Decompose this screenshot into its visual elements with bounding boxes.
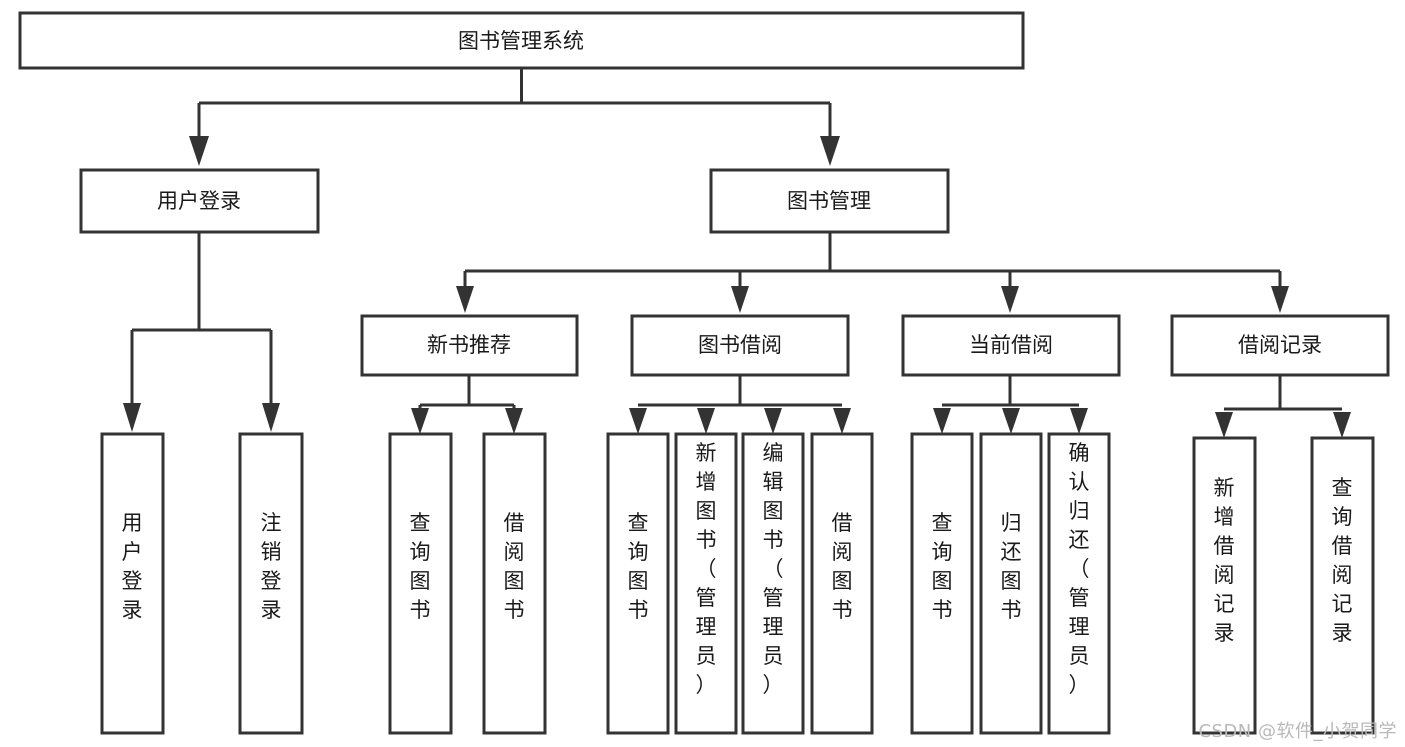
arrowhead-leaf-logout-login — [262, 403, 280, 432]
node-leaf-return-book-label: 归还图书 — [1001, 511, 1022, 622]
arrowhead-leaf-user-login — [123, 403, 141, 432]
node-root[interactable]: 图书管理系统 — [18, 11, 1025, 70]
arrowhead-new-book-recommend — [456, 286, 474, 313]
node-leaf-user-login-label: 用户登录 — [122, 511, 143, 622]
node-leaf-logout-login[interactable]: 注销登录 — [238, 432, 304, 735]
node-borrow-record-label: 借阅记录 — [1238, 333, 1322, 357]
connector-group-user-login — [123, 232, 280, 432]
arrowhead-leaf-return-book — [1002, 408, 1020, 434]
node-leaf-edit-book-label: 编辑图书（管理员） — [763, 441, 784, 697]
node-leaf-query-book-2-box[interactable] — [606, 432, 670, 735]
node-leaf-add-record-box[interactable] — [1192, 436, 1257, 735]
node-leaf-logout-login-label: 注销登录 — [261, 511, 282, 622]
connector-group-new-book-recommend — [411, 375, 523, 434]
node-leaf-edit-book-box[interactable] — [741, 432, 805, 735]
node-leaf-query-book-3[interactable]: 查询图书 — [910, 432, 974, 735]
node-book-borrow-box[interactable] — [630, 314, 850, 377]
arrowhead-leaf-query-book-1 — [411, 408, 429, 434]
node-leaf-query-book-2-label: 查询图书 — [628, 511, 649, 622]
node-book-manage-label: 图书管理 — [787, 189, 871, 213]
node-user-login-label: 用户登录 — [157, 189, 241, 213]
arrowhead-leaf-query-record — [1333, 412, 1351, 438]
node-leaf-query-record[interactable]: 查询借阅记录 — [1310, 436, 1375, 735]
connector-group-root — [189, 68, 840, 166]
node-leaf-add-book-box[interactable] — [674, 432, 738, 735]
node-leaf-borrow-book-1-label: 借阅图书 — [504, 511, 525, 622]
node-leaf-borrow-book-2[interactable]: 借阅图书 — [810, 432, 874, 735]
node-root-box[interactable] — [18, 11, 1025, 70]
arrowhead-leaf-borrow-book-1 — [505, 408, 523, 434]
node-leaf-borrow-book-1[interactable]: 借阅图书 — [482, 432, 547, 735]
node-user-login-box[interactable] — [79, 168, 320, 234]
node-book-manage[interactable]: 图书管理 — [709, 168, 950, 234]
arrowhead-leaf-edit-book — [764, 408, 782, 434]
node-leaf-query-book-3-box[interactable] — [910, 432, 974, 735]
arrowhead-leaf-borrow-book-2 — [833, 408, 851, 434]
node-leaf-borrow-book-2-label: 借阅图书 — [832, 511, 853, 622]
node-leaf-logout-login-box[interactable] — [238, 432, 304, 735]
arrowhead-user-login — [189, 136, 209, 166]
node-current-borrow[interactable]: 当前借阅 — [901, 314, 1121, 377]
node-leaf-query-record-label: 查询借阅记录 — [1332, 476, 1353, 645]
node-leaf-add-record-label: 新增借阅记录 — [1214, 476, 1235, 645]
connector-group-book-borrow — [629, 375, 851, 434]
node-new-book-recommend-box[interactable] — [360, 314, 579, 377]
node-book-borrow-label: 图书借阅 — [698, 333, 782, 357]
node-leaf-add-record[interactable]: 新增借阅记录 — [1192, 436, 1257, 735]
connector-group-current-borrow — [933, 375, 1088, 434]
csdn-watermark: CSDN @软件_小贺同学 — [1198, 721, 1397, 742]
node-new-book-recommend[interactable]: 新书推荐 — [360, 314, 579, 377]
node-leaf-query-book-1[interactable]: 查询图书 — [388, 432, 453, 735]
node-borrow-record[interactable]: 借阅记录 — [1170, 314, 1390, 377]
node-leaf-query-book-1-box[interactable] — [388, 432, 453, 735]
node-leaf-user-login-box[interactable] — [100, 432, 165, 735]
arrowhead-leaf-add-record — [1215, 412, 1233, 438]
node-book-manage-box[interactable] — [709, 168, 950, 234]
arrowhead-current-borrow — [1001, 286, 1019, 313]
node-borrow-record-box[interactable] — [1170, 314, 1390, 377]
connector-group-book-manage — [456, 232, 1289, 313]
node-leaf-confirm-return-box[interactable] — [1047, 432, 1111, 735]
arrowhead-leaf-confirm-return — [1070, 408, 1088, 434]
arrowhead-book-borrow — [731, 286, 749, 313]
node-leaf-borrow-book-1-box[interactable] — [482, 432, 547, 735]
node-leaf-confirm-return-label: 确认归还（管理员） — [1069, 441, 1090, 697]
node-leaf-add-book-label: 新增图书（管理员） — [696, 441, 717, 697]
node-leaf-query-book-3-label: 查询图书 — [932, 511, 953, 622]
node-leaf-edit-book[interactable]: 编辑图书（管理员） — [741, 432, 805, 735]
node-leaf-borrow-book-2-box[interactable] — [810, 432, 874, 735]
arrowhead-leaf-query-book-3 — [933, 408, 951, 434]
connector-group-borrow-record — [1215, 375, 1351, 438]
node-book-borrow[interactable]: 图书借阅 — [630, 314, 850, 377]
node-leaf-user-login[interactable]: 用户登录 — [100, 432, 165, 735]
node-root-label: 图书管理系统 — [458, 29, 584, 53]
node-user-login[interactable]: 用户登录 — [79, 168, 320, 234]
arrowhead-leaf-add-book — [697, 408, 715, 434]
arrowhead-leaf-query-book-2 — [629, 408, 647, 434]
arrowhead-borrow-record — [1271, 286, 1289, 313]
node-leaf-query-book-1-label: 查询图书 — [410, 511, 431, 622]
node-leaf-return-book-box[interactable] — [979, 432, 1043, 735]
node-leaf-confirm-return[interactable]: 确认归还（管理员） — [1047, 432, 1111, 735]
node-leaf-query-book-2[interactable]: 查询图书 — [606, 432, 670, 735]
node-leaf-return-book[interactable]: 归还图书 — [979, 432, 1043, 735]
node-leaf-add-book[interactable]: 新增图书（管理员） — [674, 432, 738, 735]
arrowhead-book-manage — [820, 136, 840, 166]
node-current-borrow-box[interactable] — [901, 314, 1121, 377]
node-leaf-query-record-box[interactable] — [1310, 436, 1375, 735]
node-current-borrow-label: 当前借阅 — [969, 333, 1053, 357]
node-new-book-recommend-label: 新书推荐 — [427, 333, 511, 357]
